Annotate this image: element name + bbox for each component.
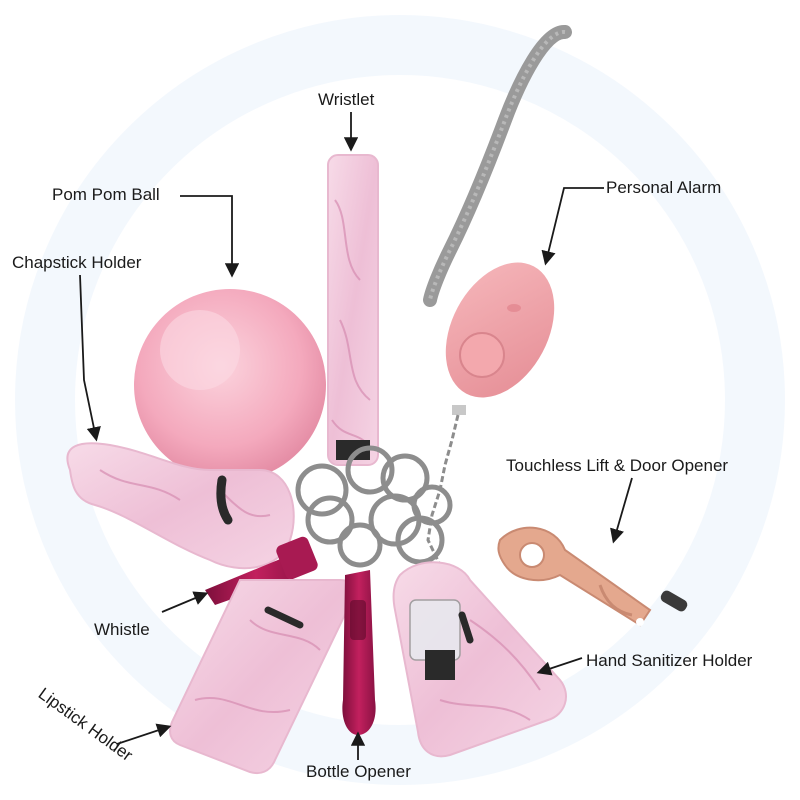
label-touchless-opener: Touchless Lift & Door Opener [506, 456, 729, 475]
arrow-personal-alarm [541, 187, 604, 266]
arrow-touchless [610, 477, 633, 544]
label-pom-pom-ball: Pom Pom Ball [52, 185, 160, 204]
arrow-sanitizer [536, 657, 583, 676]
alarm-lanyard [423, 25, 572, 307]
callout-arrows [79, 112, 633, 760]
bottle-opener [342, 570, 376, 735]
label-chapstick-holder: Chapstick Holder [12, 253, 142, 272]
label-personal-alarm: Personal Alarm [606, 178, 722, 197]
arrow-pom-pom [180, 195, 240, 278]
hand-sanitizer-holder [392, 561, 567, 758]
label-whistle: Whistle [94, 620, 150, 639]
label-hand-sanitizer-holder: Hand Sanitizer Holder [586, 651, 753, 670]
chapstick-holder [66, 442, 295, 570]
arrow-lipstick [116, 723, 172, 745]
arrow-whistle [161, 591, 209, 613]
key-rings [295, 445, 453, 568]
label-wristlet: Wristlet [318, 90, 375, 109]
touchless-door-opener [497, 526, 688, 627]
personal-alarm [426, 262, 555, 566]
label-bottle-opener: Bottle Opener [306, 762, 411, 781]
wristlet-strap [327, 154, 379, 466]
pom-pom-ball [134, 289, 326, 481]
arrow-chapstick [79, 274, 101, 442]
watermark-logo [15, 15, 785, 785]
